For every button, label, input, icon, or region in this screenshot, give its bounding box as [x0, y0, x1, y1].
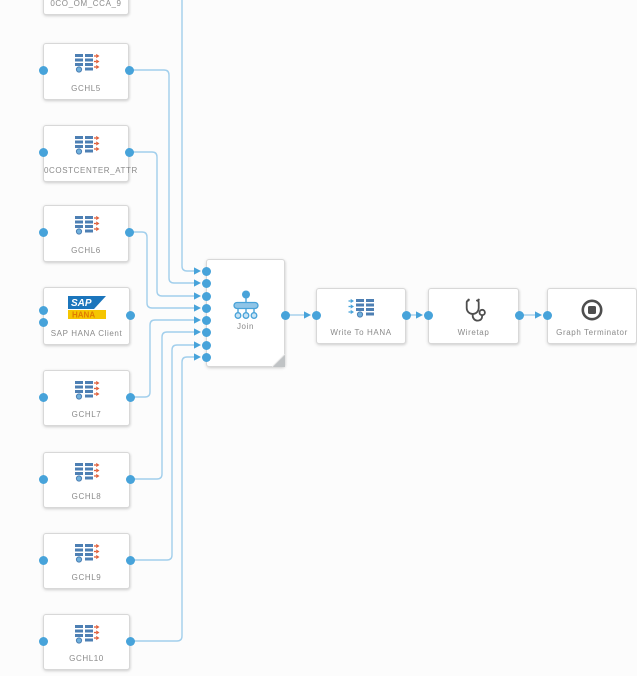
input-port[interactable] [201, 278, 211, 288]
node-label: GCHL6 [71, 246, 101, 255]
output-port[interactable] [514, 310, 524, 320]
connection-gchl6-to-join[interactable] [132, 231, 194, 309]
input-port[interactable] [201, 291, 211, 301]
input-port[interactable] [201, 303, 211, 313]
connection-0co-om-cca-9-to-join[interactable] [181, 0, 194, 272]
input-port[interactable] [311, 310, 321, 320]
folded-corner-icon [271, 353, 286, 368]
node-write-to-hana[interactable]: Write To HANA [311, 288, 411, 344]
input-port[interactable] [201, 352, 211, 362]
join-hierarchy-icon [207, 290, 284, 320]
node-label: GCHL10 [69, 654, 104, 663]
hana-table-read-icon [44, 623, 129, 645]
input-port[interactable] [38, 317, 48, 327]
connection-gchl9-to-join[interactable] [132, 344, 194, 561]
input-port[interactable] [38, 474, 48, 484]
hana-table-write-icon [317, 297, 405, 319]
input-port[interactable] [201, 315, 211, 325]
output-port[interactable] [401, 310, 411, 320]
output-port[interactable] [125, 310, 135, 320]
node-gchl9[interactable]: GCHL9 [38, 533, 135, 589]
hana-table-read-icon [44, 461, 129, 483]
svg-text:HANA: HANA [72, 311, 95, 320]
output-port[interactable] [125, 392, 135, 402]
output-port[interactable] [125, 555, 135, 565]
connection-gchl7-to-join[interactable] [132, 319, 194, 398]
connection-gchl8-to-join[interactable] [132, 331, 194, 480]
hana-table-read-icon [44, 134, 128, 156]
input-port[interactable] [38, 392, 48, 402]
hana-table-read-icon [44, 214, 128, 236]
sap-hana-logo-icon: SAP HANA [44, 296, 129, 320]
input-port[interactable] [38, 555, 48, 565]
stethoscope-icon [429, 297, 518, 324]
hana-table-read-icon [44, 379, 129, 401]
arrowhead-icon [194, 341, 201, 349]
input-port[interactable] [38, 65, 48, 75]
node-label: 0COSTCENTER_ATTR [44, 166, 138, 175]
input-port[interactable] [38, 305, 48, 315]
arrowhead-icon [194, 267, 201, 275]
arrowhead-icon [194, 279, 201, 287]
node-gchl5[interactable]: GCHL5 [38, 43, 134, 100]
input-port[interactable] [38, 147, 48, 157]
arrowhead-icon [304, 311, 311, 319]
node-label: Write To HANA [330, 328, 392, 337]
svg-text:SAP: SAP [71, 298, 92, 309]
output-port[interactable] [124, 65, 134, 75]
node-label: Graph Terminator [556, 328, 628, 337]
arrowhead-icon [194, 353, 201, 361]
output-port[interactable] [125, 636, 135, 646]
node-0co-om-cca-9[interactable]: 0CO_OM_CCA_9 [43, 0, 129, 15]
hana-table-read-icon [44, 52, 128, 74]
output-port[interactable] [124, 147, 134, 157]
connection-0costcenter-attr-to-join[interactable] [132, 151, 194, 297]
arrowhead-icon [194, 328, 201, 336]
node-label: GCHL8 [71, 492, 102, 501]
arrowhead-icon [535, 311, 542, 319]
input-port[interactable] [201, 327, 211, 337]
connection-gchl10-to-join[interactable] [132, 356, 194, 642]
node-label: GCHL7 [71, 410, 102, 419]
node-label: Join [236, 322, 255, 331]
node-label: Wiretap [457, 328, 490, 337]
arrowhead-icon [194, 316, 201, 324]
arrowhead-icon [416, 311, 423, 319]
connection-gchl5-to-join[interactable] [132, 69, 194, 284]
output-port[interactable] [125, 474, 135, 484]
graph-terminator-icon [548, 297, 636, 323]
node-sap-hana-client[interactable]: SAP HANA SAP HANA Client [38, 287, 135, 345]
input-port[interactable] [38, 227, 48, 237]
arrowhead-icon [194, 304, 201, 312]
node-join[interactable]: Join [201, 259, 290, 368]
output-port[interactable] [280, 310, 290, 320]
node-label: SAP HANA Client [50, 329, 123, 338]
input-port[interactable] [423, 310, 433, 320]
node-label: GCHL9 [71, 573, 102, 582]
arrowhead-icon [194, 292, 201, 300]
input-port[interactable] [38, 636, 48, 646]
node-0costcenter-attr[interactable]: 0COSTCENTER_ATTR [38, 125, 138, 182]
node-gchl6[interactable]: GCHL6 [38, 205, 134, 262]
node-gchl10[interactable]: GCHL10 [38, 614, 135, 670]
node-wiretap[interactable]: Wiretap [423, 288, 524, 344]
node-graph-terminator[interactable]: Graph Terminator [542, 288, 637, 344]
output-port[interactable] [124, 227, 134, 237]
input-port[interactable] [542, 310, 552, 320]
input-port[interactable] [201, 340, 211, 350]
node-gchl8[interactable]: GCHL8 [38, 452, 135, 508]
node-label: 0CO_OM_CCA_9 [50, 0, 122, 8]
node-gchl7[interactable]: GCHL7 [38, 370, 135, 426]
node-label: GCHL5 [71, 84, 101, 93]
hana-table-read-icon [44, 542, 129, 564]
input-port[interactable] [201, 266, 211, 276]
